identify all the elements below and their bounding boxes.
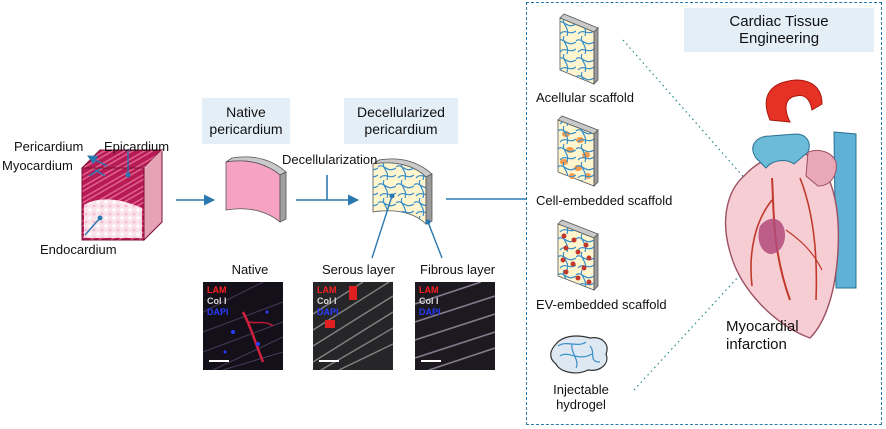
acellular-scaffold [559,13,599,85]
label-pericardium: Pericardium [14,139,84,154]
micrograph-fibrous: LAM Col I DAPI [415,282,495,370]
label-fibrous-layer: Fibrous layer [420,262,496,277]
legend-dapi: DAPI [317,307,339,317]
micrograph-serous: LAM Col I DAPI [313,282,393,370]
fibrous-pointer [427,221,443,259]
label-epicardium: Epicardium [104,139,170,154]
legend-col: Col I [317,296,337,306]
serous-pointer [371,195,393,259]
scale-bar [209,360,229,362]
micrograph-native: LAM Col I DAPI [203,282,283,370]
label-acellular-scaffold: Acellular scaffold [536,90,635,105]
scale-bar [319,360,339,362]
cardiac-tissue-engineering-panel [526,2,882,425]
cell-embedded-scaffold [557,115,599,187]
legend-dapi: DAPI [419,307,441,317]
label-myocardium: Myocardium [2,158,73,173]
label-serous-layer: Serous layer [322,262,395,277]
label-ev-embedded-scaffold: EV-embedded scaffold [536,297,667,312]
legend-lam: LAM [207,285,227,295]
endocardium-pointer [84,217,101,236]
native-pericardium-title: Native pericardium [202,98,290,144]
legend-lam: LAM [419,285,439,295]
decellularized-pericardium-sheet [372,158,433,225]
label-endocardium: Endocardium [40,242,117,257]
legend-col: Col I [419,296,439,306]
label-native: Native [231,262,269,277]
ev-embedded-scaffold [557,219,599,291]
heart-illustration [724,79,857,339]
heart-wall-block [80,148,164,242]
cte-title: Cardiac Tissue Engineering [684,8,874,52]
legend-lam: LAM [317,285,337,295]
scale-bar [421,360,441,362]
decellularized-pericardium-title: Decellularized pericardium [344,98,458,144]
label-myocardial-infarction: Myocardial infarction [726,318,799,353]
label-decellularization: Decellularization [282,152,378,167]
legend-col: Col I [207,296,227,306]
pericardium-pointer [87,155,108,167]
label-cell-embedded-scaffold: Cell-embedded scaffold [536,193,673,208]
native-pericardium-sheet [225,156,287,223]
legend-dapi: DAPI [207,307,229,317]
injectable-hydrogel [550,335,608,374]
leader-line-bottom [633,261,753,391]
label-injectable-hydrogel: Injectable hydrogel [553,382,609,412]
